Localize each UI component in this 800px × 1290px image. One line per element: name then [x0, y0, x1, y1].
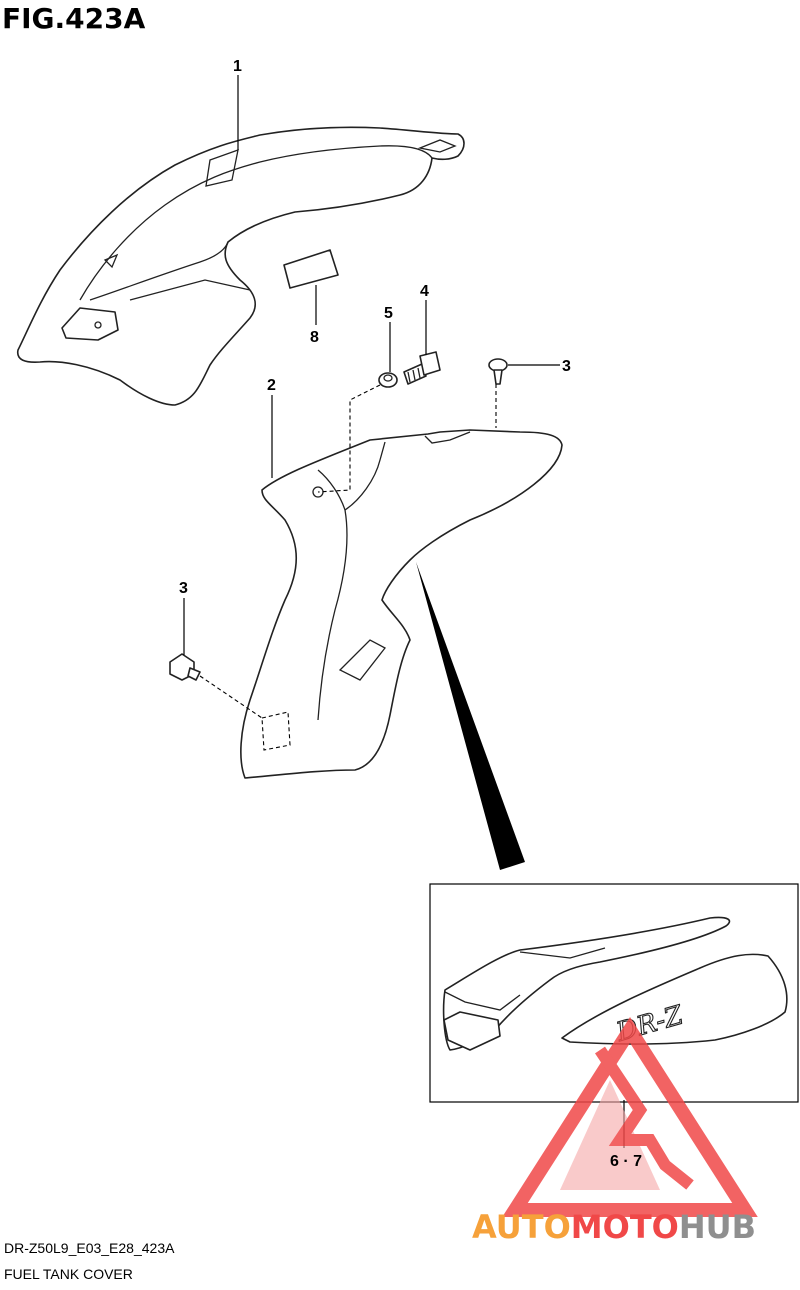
watermark-moto: MOTO	[571, 1208, 679, 1246]
model-code: DR-Z50L9_E03_E28_423A	[4, 1240, 175, 1256]
callout-8[interactable]: 8	[310, 329, 319, 346]
part-2-fuel-tank-cover-lower[interactable]	[240, 429, 563, 779]
callout-6-7[interactable]: 6 · 7	[610, 1153, 642, 1170]
callout-1[interactable]: 1	[233, 58, 242, 75]
callout-5[interactable]: 5	[384, 305, 393, 322]
part-5-collar[interactable]	[378, 372, 398, 388]
watermark-triangle-outer	[502, 1016, 758, 1217]
watermark-g-mark	[595, 1046, 694, 1190]
watermark-triangle-inner	[560, 1080, 660, 1190]
part-1-fuel-tank-cover-upper[interactable]	[16, 126, 465, 406]
part-8-decal-pad[interactable]	[283, 249, 339, 289]
detail-pointer-wedge	[416, 562, 525, 870]
watermark-logo	[502, 1016, 758, 1217]
watermark-auto: AUTO	[472, 1208, 571, 1246]
part-6-7-decal[interactable]: DR-Z	[442, 916, 788, 1051]
part-3-screw-top[interactable]	[488, 358, 508, 385]
callout-3-top[interactable]: 3	[562, 358, 571, 375]
part-3-screw-left[interactable]	[169, 653, 201, 681]
leader-lines	[183, 75, 625, 1148]
callout-2[interactable]: 2	[267, 377, 276, 394]
callout-3-left[interactable]: 3	[179, 580, 188, 597]
part-4-bolt[interactable]	[403, 351, 441, 385]
section-name: FUEL TANK COVER	[4, 1266, 133, 1282]
watermark-wordmark: AUTOMOTOHUB	[472, 1208, 756, 1246]
watermark-hub: HUB	[679, 1208, 756, 1246]
callout-4[interactable]: 4	[420, 283, 429, 300]
figure-title: FIG.423A	[2, 2, 146, 35]
